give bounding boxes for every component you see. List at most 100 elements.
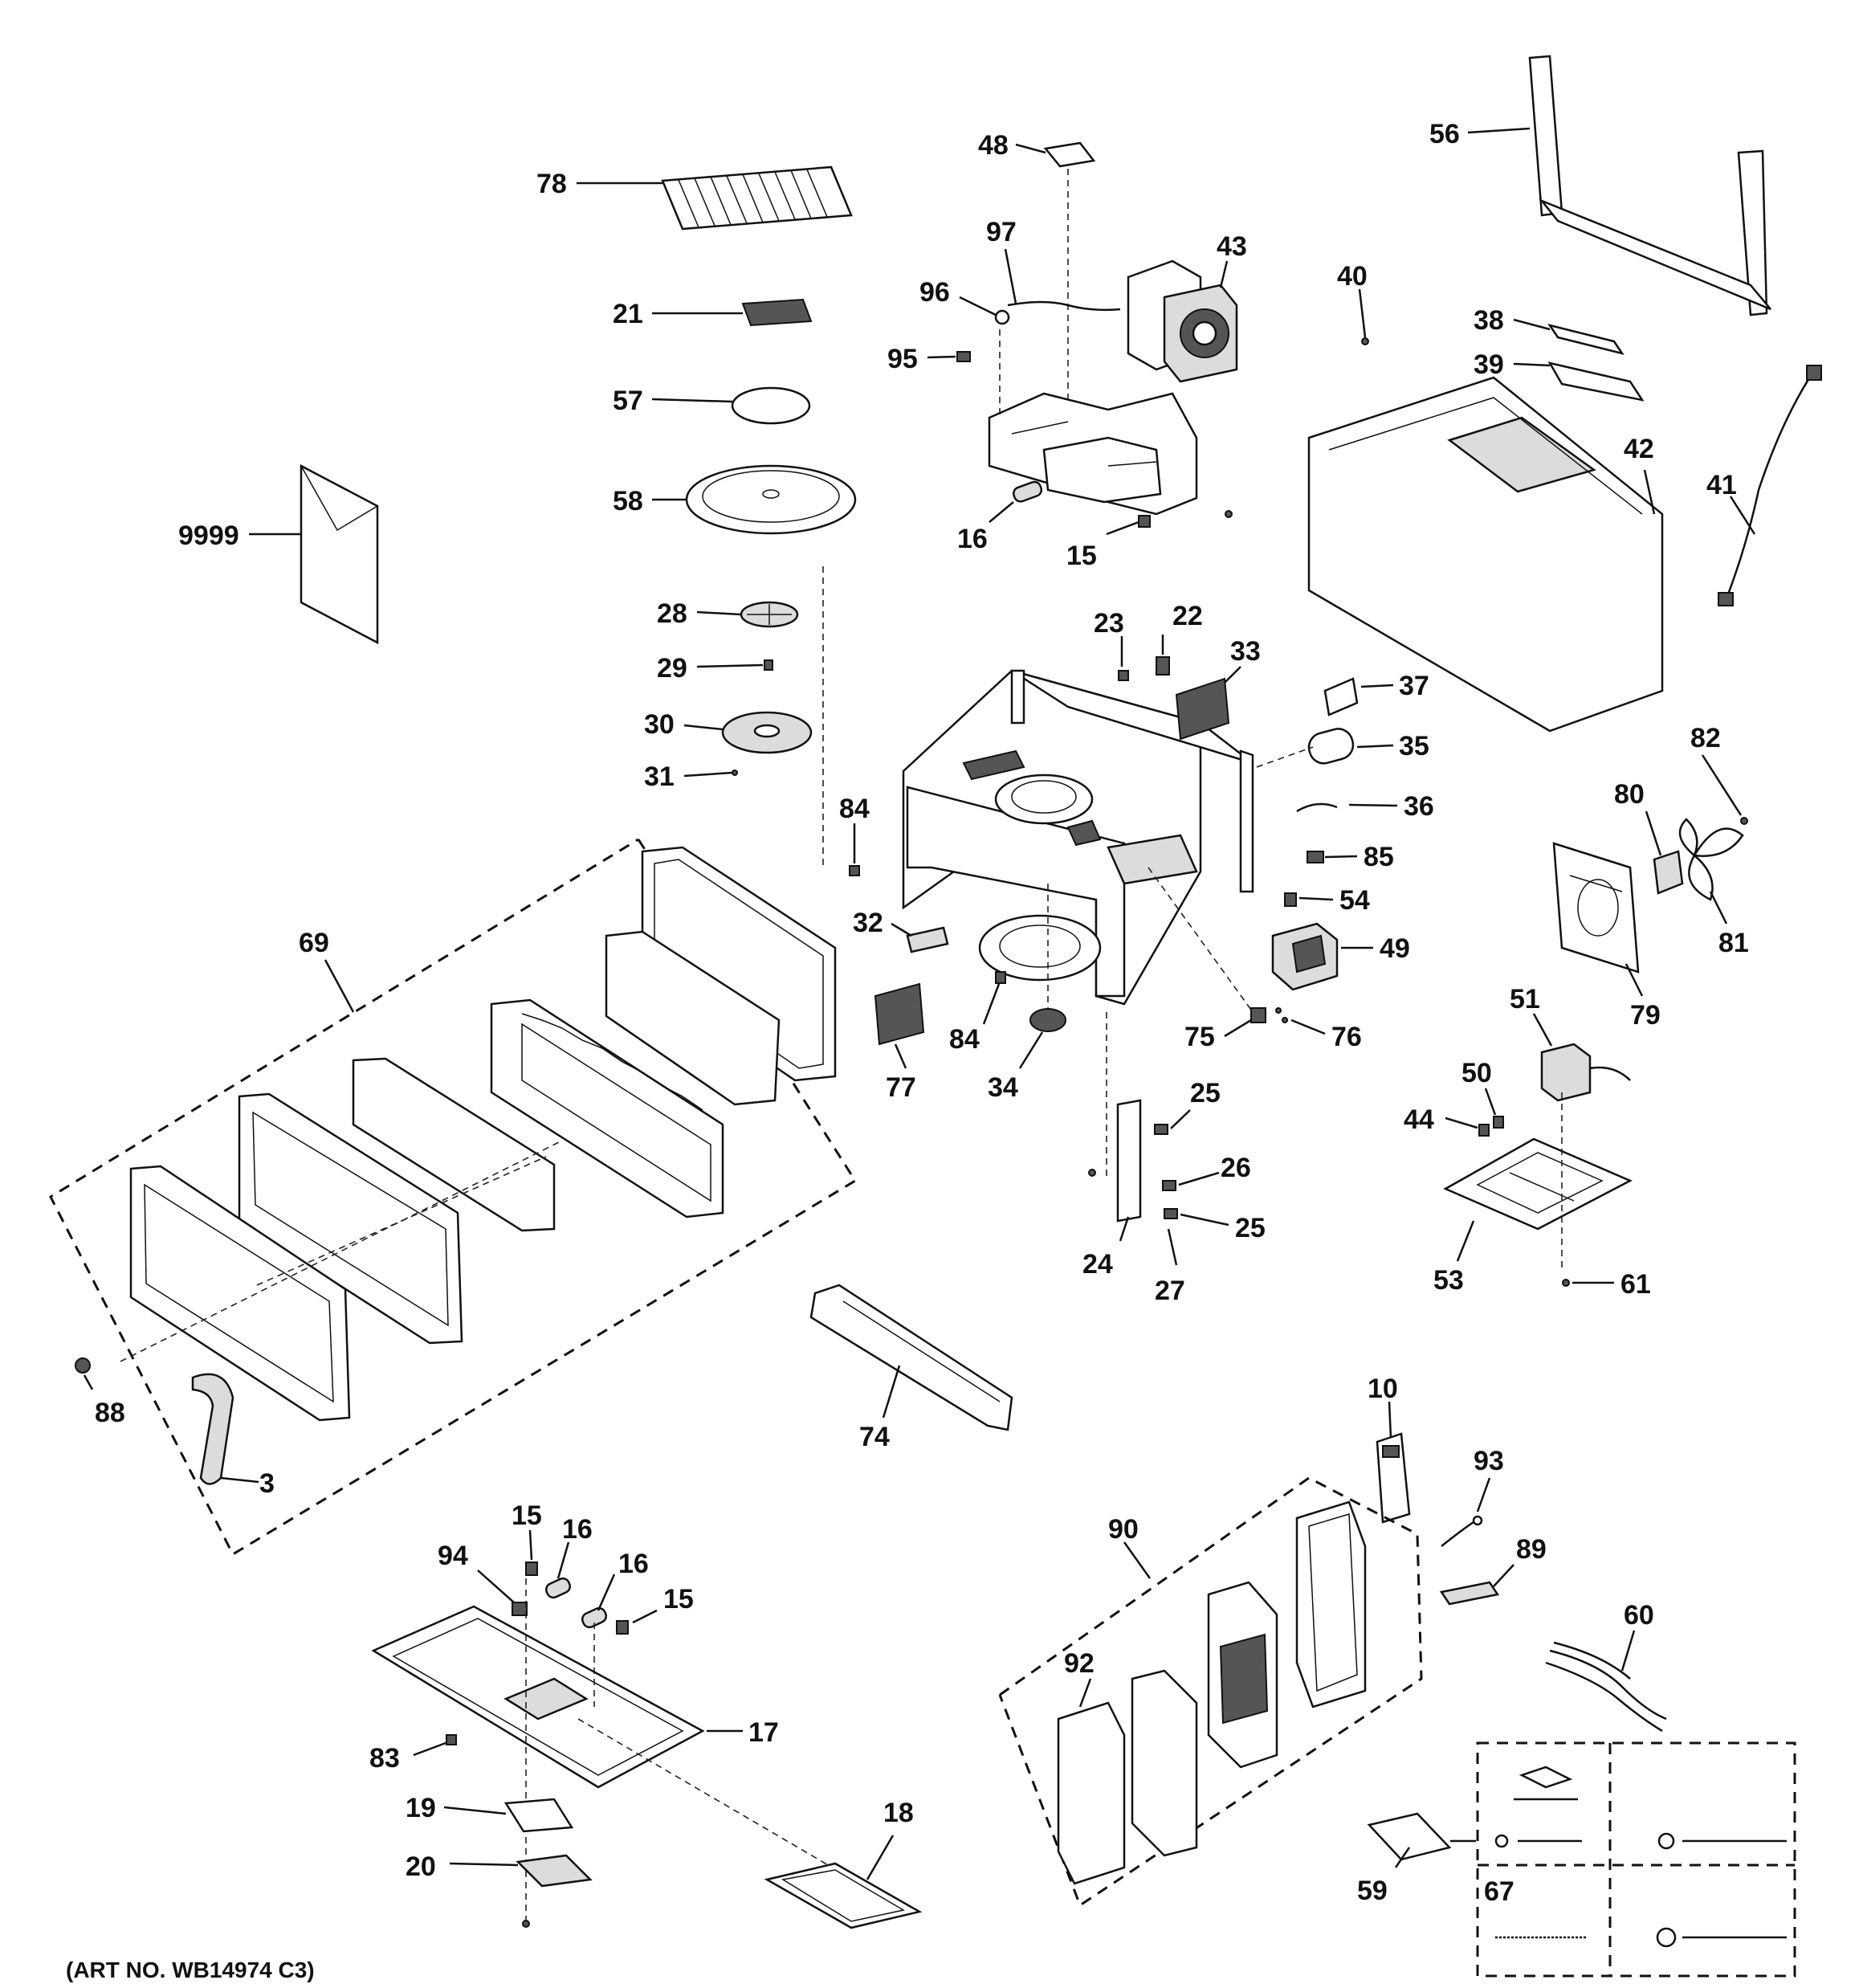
part-26-switch <box>1162 1171 1220 1191</box>
part-80-motor <box>1645 810 1684 895</box>
part-76-screws <box>1275 1007 1326 1035</box>
control-circuit-board <box>1295 1500 1367 1708</box>
label-43: 43 <box>1217 231 1247 262</box>
label-60: 60 <box>1624 1600 1654 1631</box>
screw-light-cover <box>522 1920 530 1928</box>
label-51: 51 <box>1510 984 1540 1014</box>
part-93-harness <box>1441 1477 1491 1547</box>
label-53: 53 <box>1433 1265 1464 1296</box>
label-29: 29 <box>657 653 687 684</box>
label-48: 48 <box>978 130 1009 161</box>
part-30-stirrer-fan <box>683 711 813 754</box>
door-assembly-69-boundary <box>49 838 858 1557</box>
door-front-panel <box>129 1165 351 1422</box>
control-panel-frame <box>1207 1581 1278 1769</box>
label-89: 89 <box>1516 1534 1547 1565</box>
label-33: 33 <box>1230 636 1261 667</box>
label-39: 39 <box>1474 349 1504 380</box>
fan-duct-housing <box>988 329 1198 516</box>
part-88-hinge-cap <box>75 1357 94 1390</box>
part-94-lamp-cover <box>477 1570 528 1616</box>
label-18: 18 <box>883 1798 914 1828</box>
screw-interlock <box>1088 1169 1096 1177</box>
label-32: 32 <box>853 908 883 938</box>
part-21-vent-grille <box>652 298 813 327</box>
label-94: 94 <box>438 1541 468 1571</box>
label-78: 78 <box>536 169 567 199</box>
leader-18 <box>577 1718 840 1872</box>
leader-75 <box>1148 867 1254 1013</box>
part-96-thermal-cutout <box>959 296 1010 325</box>
part-15-lamp-holder-right <box>616 1609 658 1635</box>
part-89-door-switch-button <box>1439 1564 1514 1606</box>
label-58: 58 <box>613 486 643 516</box>
control-panel-90-boundary <box>998 1476 1423 1908</box>
part-33-waveguide-cover <box>1175 666 1241 741</box>
part-50-switch <box>1484 1088 1504 1129</box>
label-37: 37 <box>1399 671 1429 701</box>
label-67: 67 <box>1484 1876 1514 1907</box>
label-69: 69 <box>299 928 329 958</box>
part-95-clip <box>927 351 971 362</box>
label-41: 41 <box>1706 470 1737 500</box>
part-24-latch-lever <box>1119 1216 1130 1242</box>
label-26: 26 <box>1221 1153 1251 1183</box>
part-85-sensor <box>1307 851 1358 863</box>
part-15-lamp-holder-upper <box>1106 515 1151 536</box>
label-27: 27 <box>1155 1276 1185 1306</box>
part-67-hardware-kit <box>1450 1741 1796 1978</box>
leader-door-glass <box>256 1156 547 1286</box>
leader-door-parts <box>120 1140 563 1362</box>
part-16-lamp-socket-right <box>581 1574 616 1629</box>
part-39-filter-frame <box>1513 361 1645 402</box>
label-22: 22 <box>1172 601 1203 631</box>
label-88: 88 <box>95 1398 125 1428</box>
door-glass-panel <box>605 930 781 1106</box>
part-48-damper <box>1015 141 1096 168</box>
label-81: 81 <box>1718 928 1749 958</box>
label-93: 93 <box>1474 1446 1504 1476</box>
part-28-turntable-support <box>696 601 799 628</box>
label-80: 80 <box>1614 779 1645 810</box>
label-57: 57 <box>613 386 643 416</box>
part-32-roller-guide <box>891 922 949 953</box>
part-84-fastener-lower <box>982 971 1006 1025</box>
part-51-transformer <box>1532 1013 1631 1102</box>
part-81-fan-blade <box>1678 818 1744 925</box>
part-34-stirrer-motor <box>1018 1008 1066 1069</box>
label-74: 74 <box>859 1422 890 1452</box>
label-84-lower: 84 <box>949 1024 980 1055</box>
part-83-screw <box>413 1734 457 1757</box>
part-17-bottom-plate <box>371 1605 743 1789</box>
label-49: 49 <box>1380 933 1410 964</box>
label-25-lower: 25 <box>1235 1213 1266 1243</box>
part-27-spring <box>1167 1228 1178 1266</box>
label-20: 20 <box>406 1851 436 1882</box>
part-16-lamp-socket-upper <box>989 480 1043 523</box>
part-22-cover <box>1156 635 1170 676</box>
part-16-lamp-socket-left <box>544 1541 572 1599</box>
part-42-outer-case <box>1307 376 1664 733</box>
part-74-vent-grille <box>809 1284 1013 1431</box>
part-18-grease-filter <box>764 1835 923 1929</box>
art-number: (ART NO. WB14974 C3) <box>66 1957 315 1982</box>
label-38: 38 <box>1474 305 1504 336</box>
part-92-control-trim <box>1057 1678 1126 1885</box>
part-58-turntable-tray <box>652 464 857 535</box>
part-77-vent-screen <box>874 982 925 1069</box>
part-60-wire-harness <box>1545 1630 1667 1733</box>
label-16-upper: 16 <box>957 524 988 554</box>
label-61: 61 <box>1620 1269 1651 1300</box>
label-15-upper: 15 <box>1066 541 1097 571</box>
interlock-bracket <box>1106 1012 1142 1223</box>
part-75-thermostat <box>1224 1007 1266 1038</box>
label-21: 21 <box>613 299 643 329</box>
part-56-mounting-plate <box>1467 55 1771 316</box>
label-15-right: 15 <box>663 1584 694 1614</box>
door-mesh-window <box>352 1057 556 1232</box>
label-10: 10 <box>1368 1374 1398 1404</box>
label-50: 50 <box>1461 1058 1492 1088</box>
label-75: 75 <box>1184 1022 1215 1052</box>
part-84-fastener-upper <box>849 823 860 876</box>
